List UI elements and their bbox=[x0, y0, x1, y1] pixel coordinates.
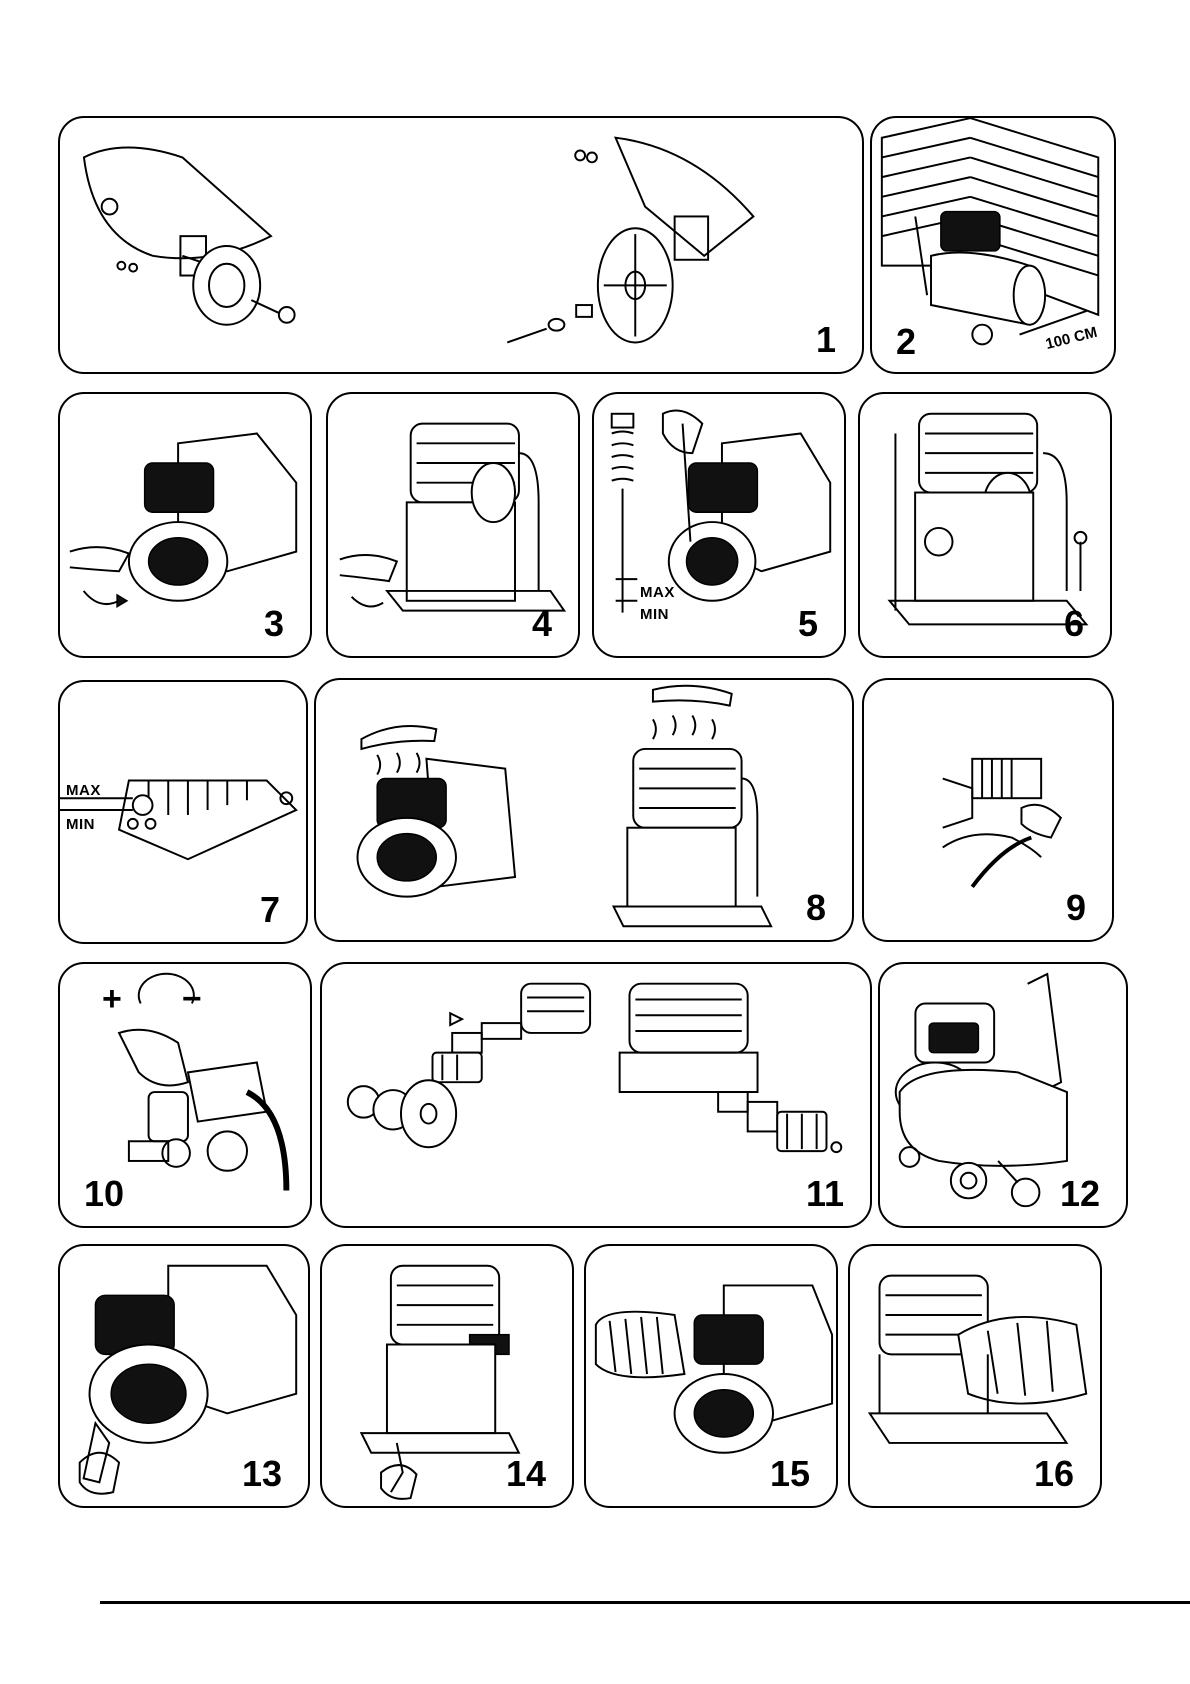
figure-14-number: 14 bbox=[506, 1456, 546, 1492]
max-level-label: MAX bbox=[66, 782, 101, 799]
figure-8-number: 8 bbox=[806, 890, 826, 926]
hot-surface-illustration bbox=[316, 680, 852, 940]
figure-10-panel: +− 10 bbox=[58, 962, 312, 1228]
figure-9-number: 9 bbox=[1066, 890, 1086, 926]
figure-7-number: 7 bbox=[260, 892, 280, 928]
wheel-assembly-illustration bbox=[60, 118, 862, 372]
figure-12-number: 12 bbox=[1060, 1176, 1100, 1212]
figure-13-panel: 13 bbox=[58, 1244, 310, 1508]
figure-13-number: 13 bbox=[242, 1456, 282, 1492]
increase-sign: + bbox=[102, 980, 122, 1018]
figure-16-number: 16 bbox=[1034, 1456, 1074, 1492]
figure-16-panel: 16 bbox=[848, 1244, 1102, 1508]
figure-4-number: 4 bbox=[532, 606, 552, 642]
min-level-label: MIN bbox=[66, 816, 95, 833]
figure-1-panel: 1 bbox=[58, 116, 864, 374]
decrease-sign: − bbox=[182, 980, 202, 1018]
figure-11-number: 11 bbox=[806, 1176, 844, 1212]
figure-2-panel: 100 CM 2 bbox=[870, 116, 1116, 374]
figure-7-panel: MAX MIN 7 bbox=[58, 680, 308, 944]
footer-rule bbox=[100, 1601, 1190, 1604]
max-level-label: MAX bbox=[640, 584, 675, 601]
min-level-label: MIN bbox=[640, 606, 669, 623]
adjust-direction: +− bbox=[102, 980, 202, 1019]
figure-2-number: 2 bbox=[896, 324, 916, 360]
figure-6-number: 6 bbox=[1064, 606, 1084, 642]
figure-15-number: 15 bbox=[770, 1456, 810, 1492]
figure-10-number: 10 bbox=[84, 1176, 124, 1212]
figure-8-panel: 8 bbox=[314, 678, 854, 942]
figure-3-number: 3 bbox=[264, 606, 284, 642]
figure-3-panel: 3 bbox=[58, 392, 312, 658]
figure-15-panel: 15 bbox=[584, 1244, 838, 1508]
figure-5-panel: MAX MIN 5 bbox=[592, 392, 846, 658]
figure-12-panel: 12 bbox=[878, 962, 1128, 1228]
figure-6-panel: 6 bbox=[858, 392, 1112, 658]
figure-14-panel: 14 bbox=[320, 1244, 574, 1508]
figure-5-number: 5 bbox=[798, 606, 818, 642]
air-filter-service-illustration bbox=[322, 964, 870, 1226]
figure-9-panel: 9 bbox=[862, 678, 1114, 942]
figure-4-panel: 4 bbox=[326, 392, 580, 658]
figure-1-number: 1 bbox=[816, 322, 836, 358]
figure-11-panel: 11 bbox=[320, 962, 872, 1228]
